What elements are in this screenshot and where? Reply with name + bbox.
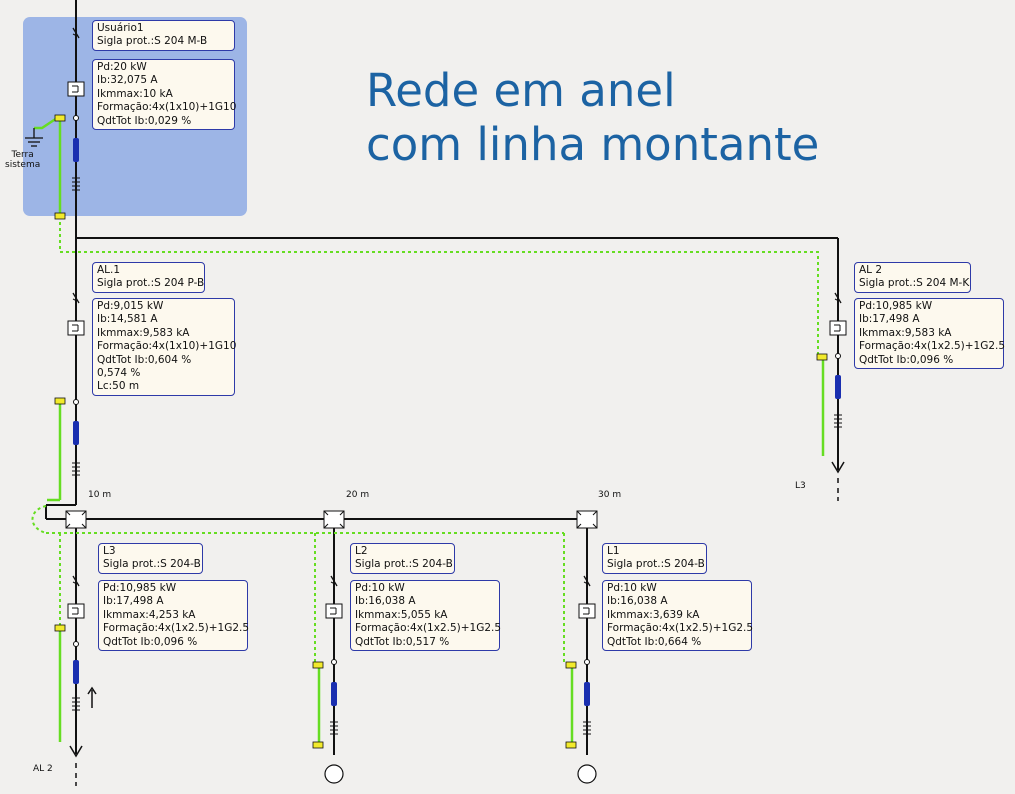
l1-sigla: Sigla prot.:S 204-B: [607, 558, 705, 571]
l1-line: Formação:4x(1x2.5)+1G2.5: [607, 622, 754, 635]
al2-line: Ib:17,498 A: [859, 313, 920, 326]
al2-line: QdtTot Ib:0,096 %: [859, 353, 954, 366]
usuario1-header-box[interactable]: Usuário1 Sigla prot.:S 204 M-B: [92, 20, 235, 51]
earth-symbol: [25, 128, 43, 147]
al2-sigla: Sigla prot.:S 204 M-K: [859, 277, 970, 290]
al1-line: Formação:4x(1x10)+1G10: [97, 340, 237, 353]
l2-line: Formação:4x(1x2.5)+1G2.5: [355, 622, 502, 635]
continuation-arrows: [69, 461, 845, 786]
earth-terminals: [54, 114, 828, 749]
al2-line: Ikmmax:9,583 kA: [859, 326, 952, 339]
usuario1-sigla: Sigla prot.:S 204 M-B: [97, 35, 208, 48]
l3-line: Ikmmax:4,253 kA: [103, 608, 196, 621]
al1-data-box[interactable]: Pd:9,015 kW Ib:14,581 A Ikmmax:9,583 kA …: [92, 298, 237, 396]
l3-header-box[interactable]: L3 Sigla prot.:S 204-B: [98, 543, 203, 574]
l1-data-box[interactable]: Pd:10 kW Ib:16,038 A Ikmmax:3,639 kA For…: [602, 580, 754, 652]
l2-name: L2: [355, 545, 368, 557]
earth-dotted-routes: [31, 216, 819, 662]
l3-sigla: Sigla prot.:S 204-B: [103, 558, 201, 571]
protection-devices: [67, 27, 847, 735]
al1-sigla: Sigla prot.:S 204 P-B: [97, 277, 205, 290]
earth-label: Terra sistema: [5, 150, 41, 170]
l3-name: L3: [103, 545, 116, 557]
junction-boxes: [65, 510, 598, 529]
l3-line: Formação:4x(1x2.5)+1G2.5: [103, 622, 250, 635]
l2-line: Pd:10 kW: [355, 582, 405, 594]
al2-data-box[interactable]: Pd:10,985 kW Ib:17,498 A Ikmmax:9,583 kA…: [854, 298, 1006, 370]
l1-name: L1: [607, 545, 620, 557]
l2-line: QdtTot Ib:0,517 %: [355, 635, 450, 648]
load-l1: [577, 764, 597, 784]
al2-line: Formação:4x(1x2.5)+1G2.5: [859, 340, 1006, 353]
usuario1-line: Pd:20 kW: [97, 61, 147, 73]
l3-data-box[interactable]: Pd:10,985 kW Ib:17,498 A Ikmmax:4,253 kA…: [98, 580, 250, 652]
usuario1-line: QdtTot Ib:0,029 %: [97, 114, 192, 127]
ref-l3-end: AL 2: [33, 764, 53, 774]
usuario1-line: Formação:4x(1x10)+1G10: [97, 101, 237, 114]
title-line-2: com linha montante: [366, 118, 820, 171]
l2-data-box[interactable]: Pd:10 kW Ib:16,038 A Ikmmax:5,055 kA For…: [350, 580, 502, 652]
al1-line: Lc:50 m: [97, 380, 140, 393]
l1-line: Ikmmax:3,639 kA: [607, 608, 700, 621]
al1-header-box[interactable]: AL.1 Sigla prot.:S 204 P-B: [92, 262, 205, 293]
l1-header-box[interactable]: L1 Sigla prot.:S 204-B: [602, 543, 707, 574]
l2-header-box[interactable]: L2 Sigla prot.:S 204-B: [350, 543, 455, 574]
distance-30m: 30 m: [598, 490, 622, 500]
distance-20m: 20 m: [346, 490, 370, 500]
al1-line: Pd:9,015 kW: [97, 300, 164, 312]
usuario1-data-box[interactable]: Pd:20 kW Ib:32,075 A Ikmmax:10 kA Formaç…: [92, 59, 237, 131]
al1-line: Ikmmax:9,583 kA: [97, 326, 190, 339]
al1-name: AL.1: [97, 264, 121, 276]
l3-line: Ib:17,498 A: [103, 595, 164, 608]
l3-line: Pd:10,985 kW: [103, 582, 177, 594]
l1-line: QdtTot Ib:0,664 %: [607, 635, 702, 648]
al1-line: QdtTot Ib:0,604 %: [97, 353, 192, 366]
al2-line: Pd:10,985 kW: [859, 300, 933, 312]
al1-line: 0,574 %: [97, 367, 141, 380]
distance-10m: 10 m: [88, 490, 112, 500]
title-line-1: Rede em anel: [366, 64, 676, 117]
l1-line: Pd:10 kW: [607, 582, 657, 594]
l2-line: Ib:16,038 A: [355, 595, 416, 608]
l2-sigla: Sigla prot.:S 204-B: [355, 558, 453, 571]
l1-line: Ib:16,038 A: [607, 595, 668, 608]
earth-conductors: [34, 116, 825, 745]
al2-header-box[interactable]: AL 2 Sigla prot.:S 204 M-K: [854, 262, 971, 293]
usuario1-line: Ikmmax:10 kA: [97, 87, 173, 100]
l2-line: Ikmmax:5,055 kA: [355, 608, 448, 621]
al1-line: Ib:14,581 A: [97, 313, 158, 326]
usuario1-name: Usuário1: [97, 22, 144, 34]
usuario1-line: Ib:32,075 A: [97, 74, 158, 87]
l3-line: QdtTot Ib:0,096 %: [103, 635, 198, 648]
al2-name: AL 2: [859, 264, 883, 276]
diagram-title: Rede em anel com linha montante: [366, 64, 819, 172]
load-l2: [324, 764, 344, 784]
ref-al2-end: L3: [795, 481, 806, 491]
